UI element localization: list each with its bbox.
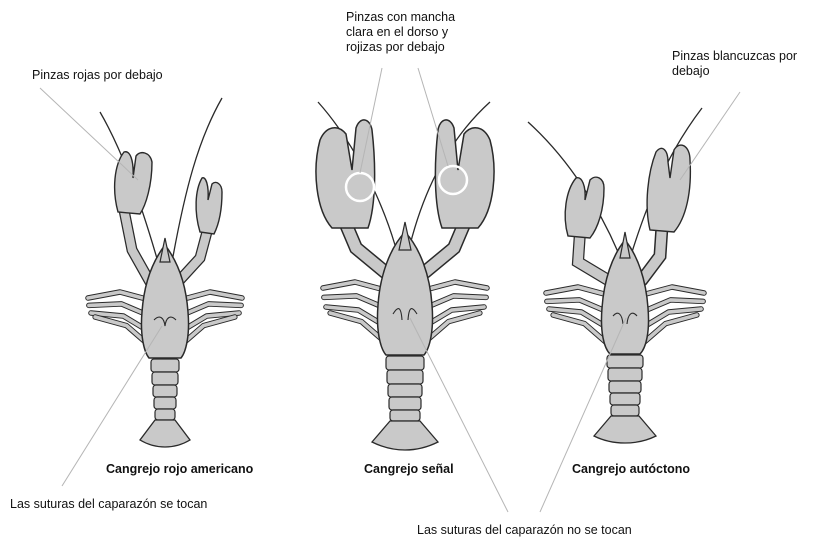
leader-middle-claws-right <box>418 68 448 166</box>
label-spotted-claws: Pinzas con mancha clara en el dorso y ro… <box>346 10 455 55</box>
crayfish-red-american <box>88 98 242 447</box>
caption-red-american: Cangrejo rojo americano <box>106 462 253 477</box>
label-white-claws-line-2: debajo <box>672 64 797 79</box>
label-spotted-claws-line-2: clara en el dorso y <box>346 25 455 40</box>
claw-right <box>425 120 494 272</box>
crayfish-native <box>528 108 704 443</box>
tail-fan <box>594 416 656 443</box>
antenna-right <box>172 98 222 262</box>
label-white-claws-line-1: Pinzas blancuzcas por <box>672 49 797 64</box>
tail-fan <box>140 420 190 447</box>
abdomen <box>607 355 643 416</box>
label-sutures-not-touch: Las suturas del caparazón no se tocan <box>417 523 632 538</box>
leader-left-claws <box>40 88 138 180</box>
caption-native: Cangrejo autóctono <box>572 462 690 477</box>
abdomen <box>151 359 179 420</box>
label-red-claws: Pinzas rojas por debajo <box>32 68 163 83</box>
abdomen <box>386 356 424 421</box>
tail-fan <box>372 421 438 450</box>
claw-right <box>178 178 222 282</box>
caption-signal: Cangrejo señal <box>364 462 454 477</box>
label-sutures-touch: Las suturas del caparazón se tocan <box>10 497 207 512</box>
leader-right-claws <box>680 92 740 180</box>
crayfish-signal <box>316 102 494 450</box>
label-spotted-claws-line-1: Pinzas con mancha <box>346 10 455 25</box>
label-white-claws: Pinzas blancuzcas por debajo <box>672 49 797 79</box>
claw-right <box>642 145 690 280</box>
leader-sutures-not-touch-middle <box>410 318 508 512</box>
claw-left <box>115 152 152 282</box>
label-spotted-claws-line-3: rojizas por debajo <box>346 40 455 55</box>
claw-left <box>565 177 608 280</box>
